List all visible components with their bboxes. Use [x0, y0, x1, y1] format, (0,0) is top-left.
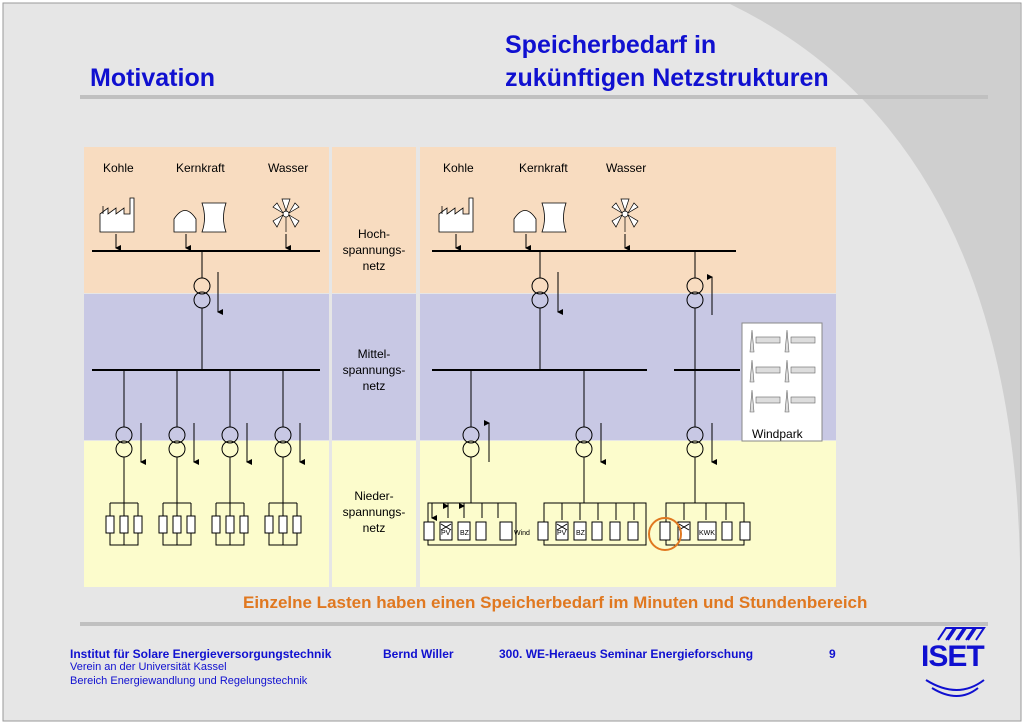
- label-low-voltage-line3: netz: [362, 521, 386, 535]
- label-high-voltage-line2: spannungs-: [342, 243, 406, 257]
- title-right-line2: zukünftigen Netzstrukturen: [505, 64, 829, 92]
- load-groups-left: [105, 502, 302, 546]
- transformer-hv-mv-right-2: [686, 251, 713, 427]
- label-high-voltage-line3: netz: [362, 259, 386, 273]
- load-label-pv-1: PV: [441, 530, 451, 537]
- transformer-hv-mv-right-1: [531, 251, 563, 370]
- load-boxes-right-3: [659, 521, 751, 541]
- footer-line3: Bereich Energiewandlung und Regelungstec…: [70, 675, 308, 687]
- nuclear-plant-icon: [173, 202, 227, 233]
- windpark-box: [741, 322, 823, 442]
- lv-feeders-left: [115, 370, 305, 503]
- load-label-bz-1: BZ: [460, 530, 469, 537]
- subtitle-storage-demand: Einzelne Lasten haben einen Speicherbeda…: [243, 593, 868, 612]
- transformer-hv-mv-left: [193, 251, 223, 370]
- water-turbine-icon: [272, 198, 300, 232]
- source-label-water-right: Wasser: [606, 161, 647, 175]
- source-label-water-left: Wasser: [268, 161, 309, 175]
- source-label-nuclear-left: Kernkraft: [176, 161, 225, 175]
- label-medium-voltage-line2: spannungs-: [342, 363, 406, 377]
- feed-in-arrows-right: [455, 234, 630, 251]
- load-label-kwk: KWK: [699, 530, 715, 537]
- iset-logo-text: ISET: [921, 640, 985, 673]
- factory-icon: [438, 197, 474, 233]
- storage-highlight-circle: [648, 517, 682, 551]
- title-right-line1: Speicherbedarf in: [505, 31, 717, 59]
- source-label-coal-right: Kohle: [443, 161, 474, 175]
- label-low-voltage: Nieder- spannungs- netz: [332, 488, 416, 536]
- label-medium-voltage-line1: Mittel-: [357, 347, 391, 361]
- footer-line2: Verein an der Universität Kassel: [70, 661, 227, 673]
- load-label-bz-2: BZ: [576, 530, 585, 537]
- load-label-pv-2: PV: [557, 530, 567, 537]
- iset-logo-icon: [925, 627, 986, 697]
- label-medium-voltage: Mittel- spannungs- netz: [332, 346, 416, 394]
- nuclear-plant-icon: [513, 202, 567, 233]
- load-boxes-right-2: [537, 521, 639, 541]
- label-low-voltage-line2: spannungs-: [342, 505, 406, 519]
- feed-in-arrows-left: [115, 234, 291, 251]
- label-high-voltage: Hoch- spannungs- netz: [332, 226, 416, 274]
- label-low-voltage-line1: Nieder-: [354, 489, 394, 503]
- wind-turbine-icons: [749, 329, 816, 413]
- footer-page-number: 9: [829, 647, 836, 661]
- load-label-wind: Wind: [514, 530, 530, 537]
- load-boxes-right-1: [423, 521, 513, 541]
- footer-author: Bernd Willer: [383, 647, 454, 661]
- factory-icon: [99, 197, 135, 233]
- voltage-bands: [84, 147, 836, 587]
- lv-feeders-right: [462, 370, 717, 503]
- label-high-voltage-line1: Hoch-: [357, 227, 390, 241]
- water-turbine-icon: [611, 198, 639, 232]
- load-group-right-1: [427, 502, 517, 546]
- footer-institute: Institut für Solare Energieversorgungste…: [70, 647, 332, 661]
- label-medium-voltage-line3: netz: [362, 379, 386, 393]
- windpark-label: Windpark: [752, 427, 803, 441]
- title-left: Motivation: [90, 64, 215, 92]
- source-label-coal-left: Kohle: [103, 161, 134, 175]
- footer-event: 300. WE-Heraeus Seminar Energieforschung: [499, 647, 754, 661]
- source-label-nuclear-right: Kernkraft: [519, 161, 568, 175]
